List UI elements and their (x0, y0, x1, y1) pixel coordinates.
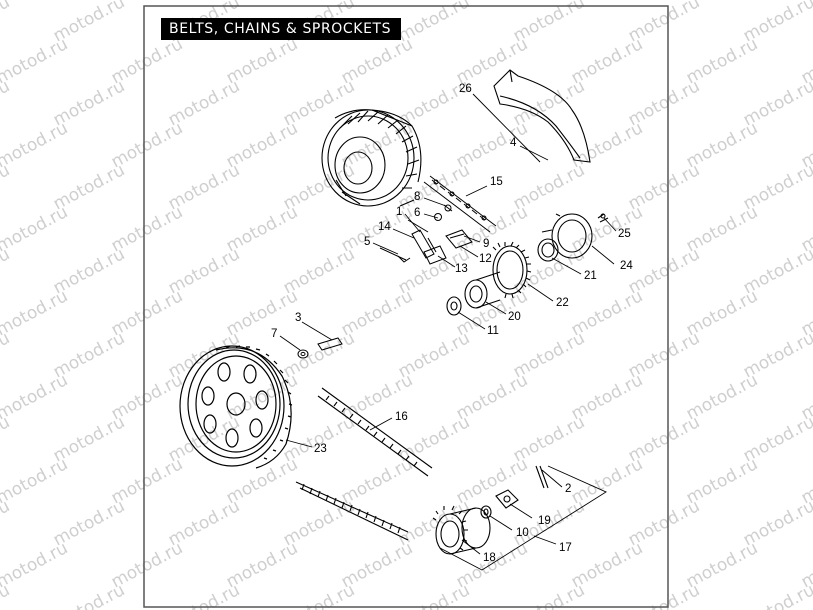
clutch-basket-drawing (321, 109, 422, 207)
rear-pulley-drawing (179, 345, 293, 469)
page-frame (143, 5, 669, 608)
watermark-text: motod.ru (0, 538, 71, 592)
watermark-text: motod.ru (0, 34, 71, 88)
leader-lines (279, 93, 617, 571)
watermark-text: motod.ru (0, 118, 71, 172)
watermark-text: motod.ru (0, 286, 71, 340)
callout-21: 21 (584, 270, 597, 282)
compensator-drawing (537, 213, 609, 262)
callout-2: 2 (565, 483, 571, 495)
callout-18: 18 (483, 552, 496, 564)
callout-23: 23 (314, 443, 327, 455)
tensioner-parts-drawing (379, 204, 473, 265)
callout-5: 5 (364, 236, 370, 248)
watermark-text: motod.ru (0, 0, 13, 46)
watermark-text: motod.ru (0, 412, 13, 466)
watermark-text: motod.ru (165, 580, 243, 610)
watermark-text: motod.ru (0, 76, 13, 130)
callout-19: 19 (538, 515, 551, 527)
page-title: BELTS, CHAINS & SPROCKETS (161, 18, 401, 40)
watermark-text: motod.ru (0, 328, 13, 382)
watermark-text: motod.ru (395, 580, 473, 610)
callout-11: 11 (487, 325, 499, 337)
watermark-text: motod.ru (0, 160, 13, 214)
callout-10: 10 (516, 527, 529, 539)
callout-4: 4 (510, 137, 517, 149)
watermark-text: motod.ru (510, 580, 588, 610)
callout-20: 20 (508, 311, 521, 323)
watermark-text: motod.ru (0, 202, 71, 256)
callout-1: 1 (396, 206, 402, 218)
watermark-text: motod.ru (280, 580, 358, 610)
callout-13: 13 (455, 263, 468, 275)
callout-26: 26 (459, 83, 472, 95)
callout-22: 22 (556, 297, 569, 309)
watermark-text: motod.ru (625, 580, 703, 610)
callout-3: 3 (295, 312, 301, 324)
watermark-text: motod.ru (0, 496, 13, 550)
belt-section-drawing (295, 481, 409, 541)
watermark-text: motod.ru (0, 370, 71, 424)
callout-7: 7 (271, 328, 277, 340)
callout-15: 15 (490, 176, 503, 188)
callout-12: 12 (479, 253, 492, 265)
callout-16: 16 (395, 411, 408, 423)
callout-labels: 1 2 3 4 5 6 7 8 9 10 11 12 13 14 15 16 1… (271, 83, 633, 564)
watermark-text: motod.ru (798, 0, 813, 4)
watermark-text: motod.ru (0, 244, 13, 298)
transmission-sprocket-drawing (432, 465, 549, 555)
watermark-text: motod.ru (740, 580, 813, 610)
callout-17: 17 (559, 542, 572, 554)
drive-belt-drawing (317, 387, 433, 477)
engine-sprocket-drawing (446, 241, 532, 316)
callout-8: 8 (414, 191, 420, 203)
callout-14: 14 (378, 221, 391, 233)
watermark-text: motod.ru (0, 454, 71, 508)
watermark-text: motod.ru (0, 0, 71, 4)
callout-9: 9 (483, 238, 489, 250)
callout-25: 25 (618, 228, 631, 240)
primary-chain-drawing (423, 175, 497, 233)
chain-guide-drawing (493, 69, 591, 163)
watermark-text: motod.ru (50, 580, 128, 610)
callout-24: 24 (620, 260, 633, 272)
callout-6: 6 (414, 207, 420, 219)
